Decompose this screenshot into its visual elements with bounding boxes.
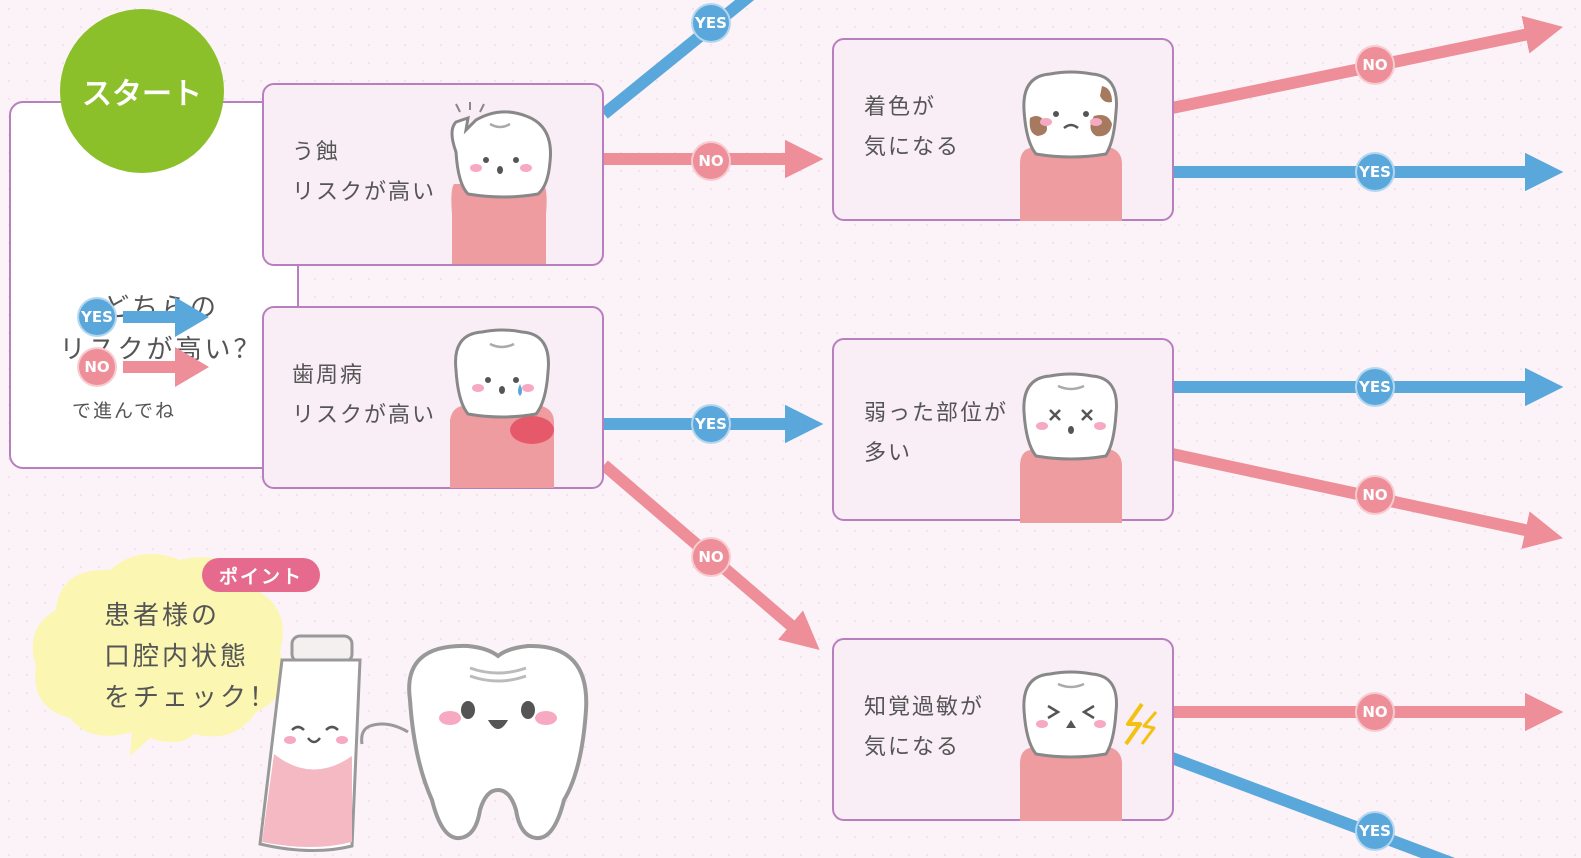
branch-label-sensitive-yes: YES: [1355, 811, 1395, 851]
branch-label-weak-yes: YES: [1355, 367, 1395, 407]
branch-label-sensitive-no: NO: [1355, 692, 1395, 732]
branch-label-stain-no: NO: [1355, 45, 1395, 85]
bleeding-gum-tooth-icon: [450, 328, 554, 488]
node-weak-label: 弱った部位が 多い: [864, 401, 1009, 466]
branch-label-stain-yes: YES: [1355, 152, 1395, 192]
legend-yes-arrow: [123, 297, 209, 337]
node-stain: 着色が 気になる: [832, 38, 1174, 221]
legend-yes-badge: YES: [77, 297, 117, 337]
node-stain-label: 着色が 気になる: [864, 95, 961, 160]
start-badge: スタート: [60, 9, 224, 173]
node-sensitivity: 知覚過敏が 気になる: [832, 638, 1174, 821]
point-badge: ポイント: [202, 558, 320, 592]
branch-label-caries-no: NO: [691, 141, 731, 181]
smiling-tooth-mascot-icon: [360, 643, 589, 841]
node-weak-area: 弱った部位が 多い: [832, 338, 1174, 523]
node-perio-label: 歯周病 リスクが高い: [292, 363, 437, 428]
node-sensitive-label: 知覚過敏が 気になる: [864, 695, 985, 760]
arrow-sensitive-yes: [1169, 752, 1456, 858]
branch-label-perio-no: NO: [691, 537, 731, 577]
sensitive-tooth-icon: [1020, 670, 1158, 821]
point-text: 患者様の 口腔内状態 をチェック！: [104, 601, 279, 713]
legend-note: で進んでね: [72, 400, 177, 422]
legend-no-badge: NO: [77, 347, 117, 387]
branch-label-weak-no: NO: [1355, 475, 1395, 515]
toothpaste-mascot-icon: [258, 634, 362, 852]
branch-label-perio-yes: YES: [691, 404, 731, 444]
branch-label-caries-yes: YES: [691, 3, 731, 43]
node-caries-label: う蝕 リスクが高い: [292, 140, 437, 205]
node-caries-risk: う蝕 リスクが高い: [262, 83, 604, 266]
dizzy-tooth-icon: [1020, 372, 1122, 523]
node-perio-risk: 歯周病 リスクが高い: [262, 306, 604, 489]
legend-no-arrow: [123, 347, 209, 387]
stained-tooth-icon: [1020, 70, 1122, 221]
point-speech-cloud: [32, 553, 285, 756]
chipped-tooth-icon: [450, 102, 552, 264]
